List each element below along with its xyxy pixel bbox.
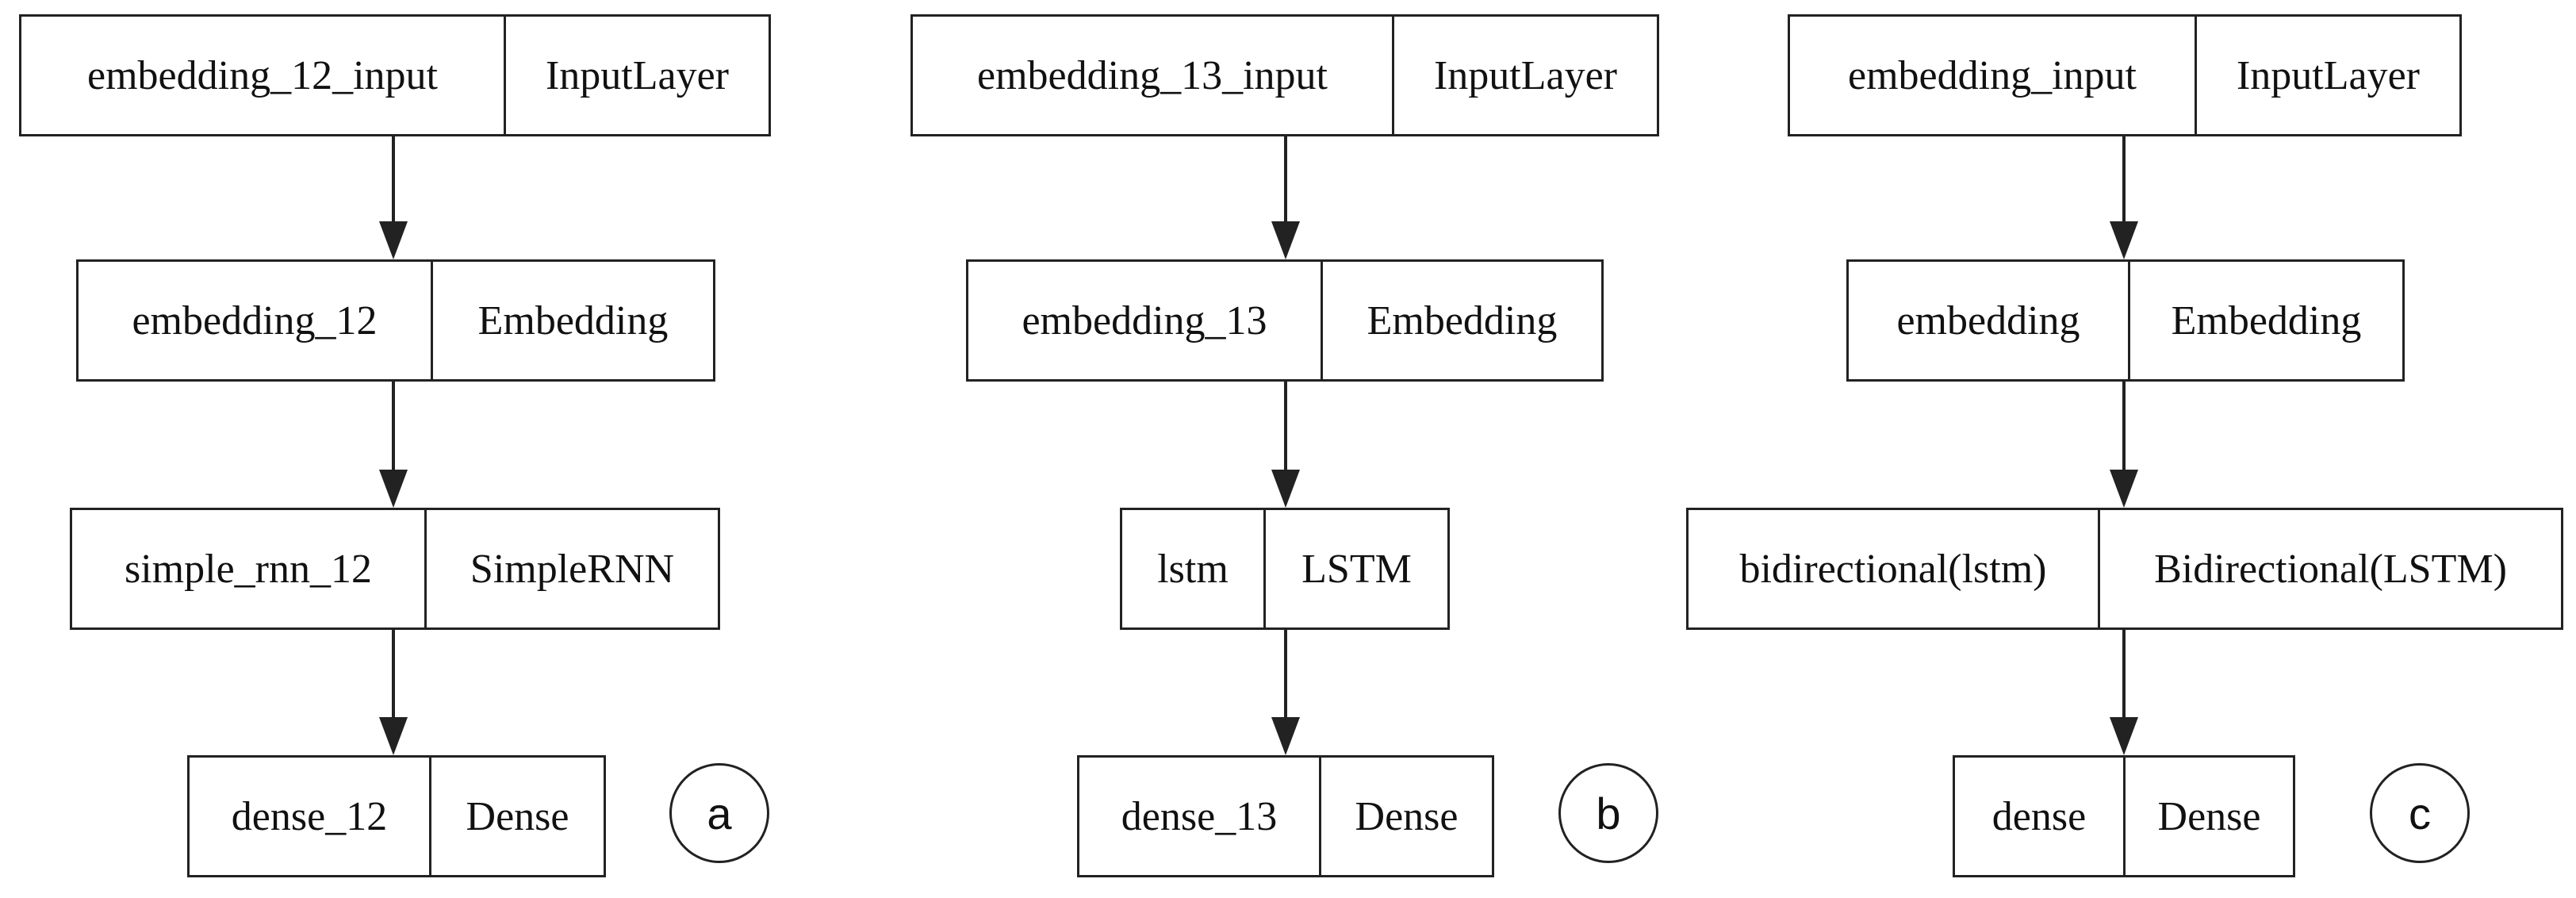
arrowhead-icon [1271,221,1300,259]
layer-name: bidirectional(lstm) [1689,510,2100,627]
panel-label: c [2370,763,2470,863]
layer-node: dense Dense [1953,755,2295,877]
arrowhead-icon [379,470,408,508]
layer-name: embedding_12 [79,262,433,379]
arrowhead-icon [2110,221,2138,259]
layer-name: lstm [1122,510,1266,627]
layer-node: embedding_12_input InputLayer [19,14,771,136]
layer-name: dense_12 [190,758,431,875]
layer-node: simple_rnn_12 SimpleRNN [70,508,720,630]
layer-node: dense_12 Dense [187,755,606,877]
arrowhead-icon [379,717,408,755]
layer-type: LSTM [1301,546,1412,592]
panel-label: b [1558,763,1658,863]
layer-node: embedding Embedding [1846,259,2405,382]
layer-name: embedding_12_input [21,17,506,134]
layer-type: Dense [2157,793,2261,839]
layer-node: bidirectional(lstm) Bidirectional(LSTM) [1686,508,2563,630]
layer-type: InputLayer [1433,52,1617,98]
arrowhead-icon [1271,470,1300,508]
layer-type: Embedding [477,297,669,343]
layer-name: embedding [1849,262,2130,379]
layer-type: SimpleRNN [470,546,675,592]
layer-type: InputLayer [2236,52,2420,98]
layer-name: simple_rnn_12 [72,510,427,627]
layer-type: Dense [466,793,569,839]
layer-node: lstm LSTM [1120,508,1450,630]
layer-type: Bidirectional(LSTM) [2154,546,2507,592]
layer-name: embedding_input [1790,17,2197,134]
layer-name: embedding_13 [968,262,1323,379]
arrowhead-icon [1271,717,1300,755]
layer-name: embedding_13_input [913,17,1394,134]
layer-type: Dense [1355,793,1459,839]
layer-node: embedding_12 Embedding [76,259,715,382]
layer-node: embedding_input InputLayer [1788,14,2462,136]
arrowhead-icon [2110,470,2138,508]
layer-node: dense_13 Dense [1077,755,1494,877]
arrowhead-icon [2110,717,2138,755]
layer-type: Embedding [1367,297,1558,343]
arrowhead-icon [379,221,408,259]
layer-type: Embedding [2171,297,2362,343]
panel-label: a [669,763,769,863]
layer-type: InputLayer [545,52,729,98]
layer-node: embedding_13 Embedding [966,259,1604,382]
layer-name: dense [1955,758,2126,875]
layer-node: embedding_13_input InputLayer [910,14,1659,136]
layer-name: dense_13 [1079,758,1321,875]
